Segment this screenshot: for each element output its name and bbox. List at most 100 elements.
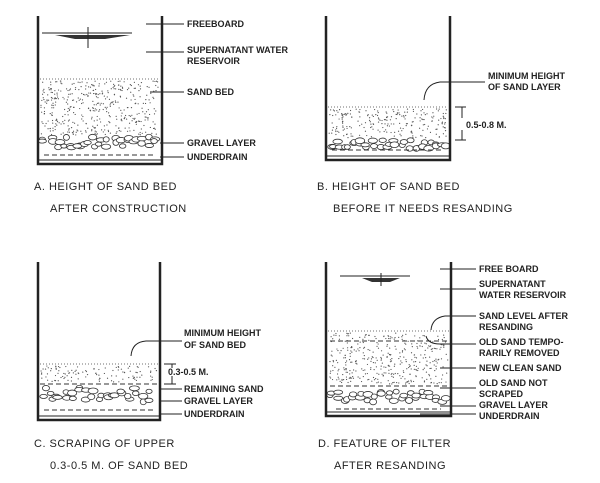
sand-grain: [62, 96, 64, 99]
sand-grain: [139, 134, 141, 136]
sand-grain: [50, 88, 52, 90]
sand-grain: [65, 88, 68, 90]
sand-grain: [380, 382, 382, 384]
sand-grain: [410, 132, 412, 134]
sand-grain: [98, 374, 100, 376]
filter-box-b: [324, 16, 452, 162]
sand-grain: [362, 369, 364, 372]
sand-grain: [377, 129, 379, 131]
sand-grain: [70, 127, 73, 129]
sand-grain: [92, 92, 95, 95]
sand-grain: [416, 345, 418, 348]
sand-grain: [419, 127, 421, 129]
sand-grain: [355, 370, 357, 372]
sand-grain: [440, 117, 442, 120]
sand-grain: [435, 128, 437, 130]
sand-grain: [440, 346, 442, 348]
sand-grain: [436, 128, 438, 130]
sand-grain: [107, 92, 109, 94]
sand-grain: [143, 124, 145, 127]
sand-grain: [55, 123, 57, 125]
sand-grain: [146, 86, 148, 88]
sand-grain: [57, 365, 60, 368]
sand-grain: [119, 80, 121, 82]
gravel-pebble: [405, 397, 414, 404]
sand-grain: [64, 108, 66, 111]
sand-grain: [47, 99, 50, 101]
sand-grain: [106, 96, 108, 98]
sand-grain: [67, 107, 69, 110]
gravel-pebble: [389, 141, 400, 149]
gravel-pebble: [423, 390, 434, 396]
sand-grain: [99, 93, 101, 95]
sand-grain: [422, 357, 424, 359]
sand-grain: [389, 119, 392, 121]
sand-grain: [380, 359, 382, 361]
sand-grain: [390, 336, 392, 338]
gravel-pebble: [385, 390, 394, 396]
sand-grain: [363, 347, 365, 349]
sand-grain: [330, 336, 332, 338]
sand-grain: [395, 118, 397, 120]
sand-grain: [380, 368, 382, 370]
sand-grain: [69, 88, 72, 90]
sand-grain: [110, 88, 112, 90]
sand-grain: [405, 383, 407, 385]
sand-grain: [414, 356, 416, 358]
sand-grain: [338, 368, 340, 370]
sand-grain: [41, 111, 43, 113]
sand-grain: [109, 132, 112, 134]
sand-grain: [406, 111, 408, 113]
gravel-pebble: [367, 137, 378, 144]
sand-grain: [85, 370, 88, 373]
sand-grain: [109, 104, 111, 106]
sand-grain: [438, 108, 440, 110]
sand-grain: [427, 347, 429, 349]
sand-grain: [386, 112, 388, 114]
sand-grain: [377, 110, 379, 112]
sand-grain: [43, 113, 45, 115]
sand-grain: [40, 133, 43, 135]
sand-grain: [341, 112, 343, 115]
sand-grain: [112, 381, 115, 383]
sand-grain: [135, 123, 137, 125]
sand-grain: [441, 378, 443, 380]
sand-grain: [342, 379, 345, 381]
sand-grain: [370, 358, 373, 360]
sand-grain: [429, 345, 431, 348]
sand-grain: [98, 102, 100, 104]
sand-grain: [104, 83, 106, 85]
sand-grain: [52, 104, 54, 107]
sand-grain: [351, 346, 353, 348]
sand-grain: [62, 132, 64, 134]
sand-grain: [144, 102, 147, 105]
sand-grain: [367, 115, 369, 117]
sand-grain: [342, 122, 344, 124]
sand-grain: [98, 379, 100, 381]
sand-grain: [82, 120, 84, 122]
sand-grain: [346, 127, 348, 130]
sand-grain: [94, 110, 96, 112]
sand-grain: [141, 374, 143, 376]
sand-grain: [382, 374, 384, 376]
sand-grain: [412, 121, 414, 123]
sand-grain: [398, 357, 400, 360]
sand-grain: [379, 131, 381, 133]
sand-grain: [133, 118, 135, 120]
sand-grain: [95, 93, 98, 95]
sand-grain: [405, 333, 407, 335]
sand-grain: [336, 126, 338, 128]
sand-grain: [95, 372, 97, 374]
gravel-pebble: [349, 391, 358, 398]
sand-grain: [147, 117, 149, 119]
sand-grain: [86, 373, 89, 376]
sand-grain: [411, 346, 413, 348]
sand-grain: [376, 359, 378, 361]
sand-grain: [122, 378, 124, 380]
sand-grain: [99, 118, 101, 120]
sand-grain: [50, 81, 52, 83]
sand-grain: [333, 334, 335, 336]
sand-grain: [355, 361, 357, 363]
label-depth-range-b: 0.5-0.8 M.: [466, 120, 507, 130]
sand-grain: [138, 133, 140, 135]
